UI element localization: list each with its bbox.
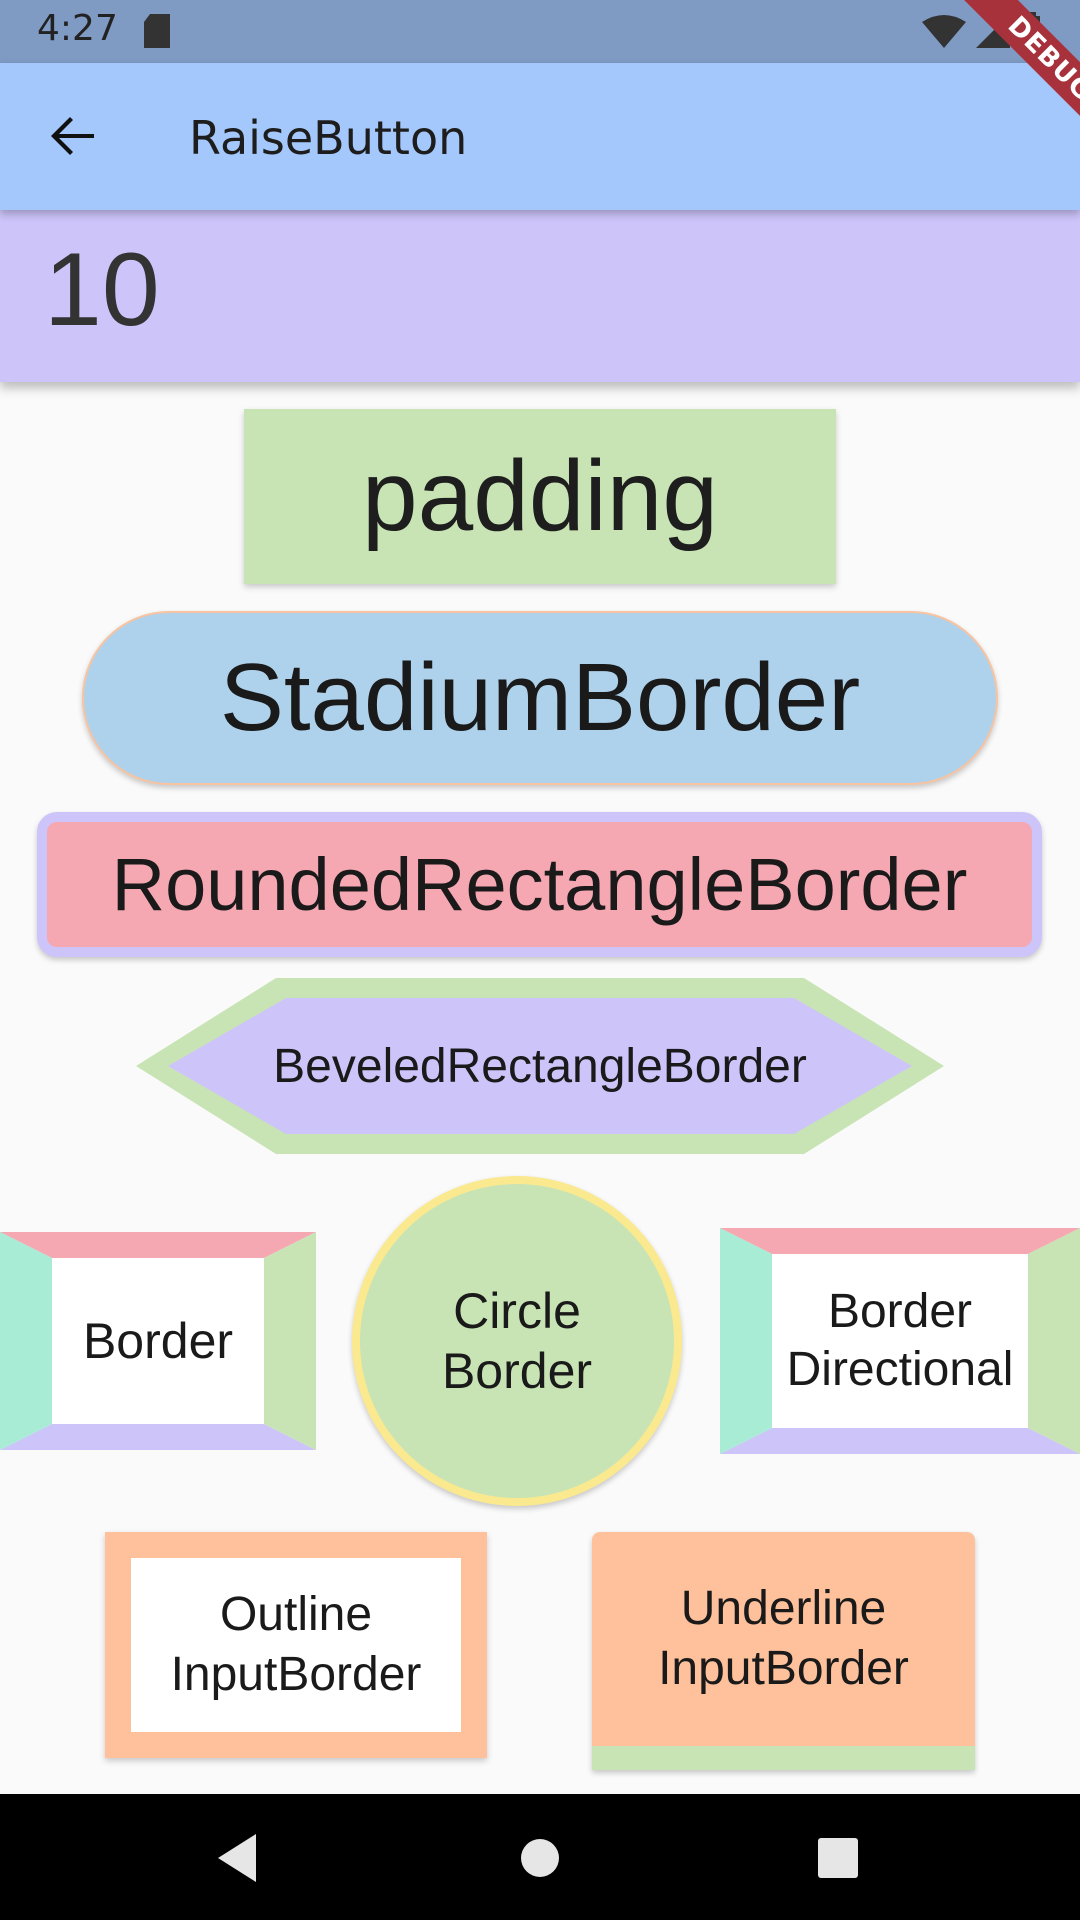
sd-card-icon	[144, 14, 170, 52]
border-button[interactable]: Border	[0, 1232, 316, 1450]
border-face	[52, 1258, 264, 1424]
border-bottom-side	[0, 1424, 316, 1450]
outline-input-border-label-line2: InputBorder	[170, 1648, 422, 1701]
underline-input-border-label-line2: InputBorder	[658, 1642, 909, 1695]
battery-icon	[1024, 12, 1040, 48]
border-directional-label-line2: Directional	[786, 1343, 1014, 1396]
stadium-border-button[interactable]: StadiumBorder	[82, 611, 998, 785]
beveled-rectangle-border-label: BeveledRectangleBorder	[273, 1039, 807, 1093]
beveled-inner	[168, 998, 912, 1134]
underline-input-border-button[interactable]: Underline InputBorder	[592, 1532, 975, 1770]
page-title: RaiseButton	[189, 111, 468, 165]
wifi-icon	[922, 15, 966, 48]
border-directional-label: Border Directional	[760, 1254, 1040, 1428]
underline-input-border-label-line1: Underline	[680, 1582, 887, 1635]
rounded-rectangle-border-button[interactable]: RoundedRectangleBorder	[37, 812, 1042, 957]
border-directional-button[interactable]: Border Directional	[720, 1228, 1080, 1454]
rounded-rectangle-border-label: RoundedRectangleBorder	[111, 843, 968, 926]
arrow-back-icon[interactable]	[48, 111, 98, 165]
bdir-bottom-side	[720, 1428, 1080, 1454]
stadium-border-label: StadiumBorder	[219, 644, 861, 751]
outline-input-border-face	[131, 1558, 461, 1732]
triangle-back-icon	[218, 1834, 256, 1882]
circle-border-label: Circle Border	[442, 1281, 592, 1401]
status-time: 4:27	[37, 8, 118, 49]
border-left-side	[0, 1232, 52, 1450]
bdir-left-side	[720, 1228, 772, 1454]
signal-icon	[976, 14, 1010, 48]
outline-input-border-button[interactable]: Outline InputBorder	[105, 1532, 487, 1758]
outline-input-border-label-line1: Outline	[219, 1588, 373, 1641]
disabled-elevation-label-line2: 10	[44, 232, 160, 348]
square-recents-icon	[818, 1838, 858, 1878]
app-bar: RaiseButton	[0, 63, 1080, 210]
outline-input-border-label: Outline InputBorder	[131, 1558, 461, 1732]
border-right-side	[264, 1232, 316, 1450]
border-directional-label-line1: Border	[827, 1285, 973, 1338]
border-top-side	[0, 1232, 316, 1258]
status-bar	[0, 0, 1080, 63]
bdir-top-side	[720, 1228, 1080, 1254]
circle-border-button[interactable]: Circle Border	[352, 1176, 682, 1506]
beveled-rectangle-border-button[interactable]: BeveledRectangleBorder	[136, 978, 944, 1154]
border-label: Border	[82, 1313, 234, 1369]
padding-button[interactable]: padding	[244, 409, 836, 584]
bdir-right-side	[1028, 1228, 1080, 1454]
disabled-elevation-label: disabledElevation: 10	[44, 200, 1044, 350]
disabled-elevation-button[interactable]: disabledElevation: 10	[0, 200, 1080, 382]
circle-border-label-line2: Border	[441, 1343, 593, 1399]
status-icons	[920, 12, 1050, 56]
underline-bar	[592, 1746, 975, 1770]
system-nav-bar	[0, 1794, 1080, 1920]
underline-input-border-label: Underline InputBorder	[592, 1532, 975, 1746]
circle-home-icon	[521, 1839, 559, 1877]
padding-label: padding	[362, 440, 718, 552]
circle-border-label-line1: Circle	[453, 1283, 581, 1339]
bdir-face	[772, 1254, 1028, 1428]
